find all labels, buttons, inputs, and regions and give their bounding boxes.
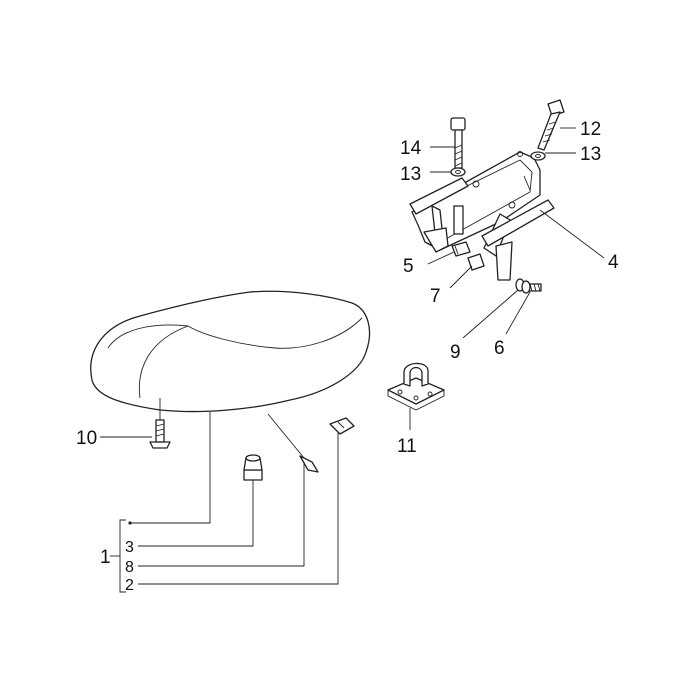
washer-13-right	[530, 151, 546, 161]
label-13-right: 13	[580, 144, 601, 165]
label-12: 12	[580, 119, 601, 140]
seat-frame	[409, 151, 555, 281]
cable-8	[267, 413, 319, 473]
clip-5	[451, 241, 471, 257]
label-14: 14	[400, 138, 422, 159]
label-6: 6	[494, 338, 505, 359]
leader-lines	[100, 127, 605, 593]
label-4: 4	[608, 252, 619, 273]
label-10: 10	[76, 428, 97, 449]
label-13-left: 13	[400, 164, 421, 185]
seat-cushion	[90, 290, 371, 413]
bolt-14	[450, 117, 466, 169]
latch-11	[387, 362, 445, 411]
screw-10	[149, 419, 171, 449]
label-8: 8	[125, 559, 134, 576]
bolt-12	[537, 99, 565, 151]
bolt-6	[521, 280, 542, 294]
label-11: 11	[397, 436, 417, 457]
label-9: 9	[450, 342, 461, 363]
label-3: 3	[125, 539, 134, 556]
label-1: 1	[100, 547, 111, 568]
label-5: 5	[403, 256, 414, 277]
label-2: 2	[125, 577, 134, 594]
spacer-post	[453, 205, 464, 235]
clip-2	[329, 417, 355, 435]
washer-13-left	[450, 167, 466, 177]
label-7: 7	[430, 286, 441, 307]
knob-3	[243, 454, 263, 481]
part-labels: 14 13 12 13 4 5 7 9 6 11 10 1 3 8 2	[76, 119, 619, 594]
